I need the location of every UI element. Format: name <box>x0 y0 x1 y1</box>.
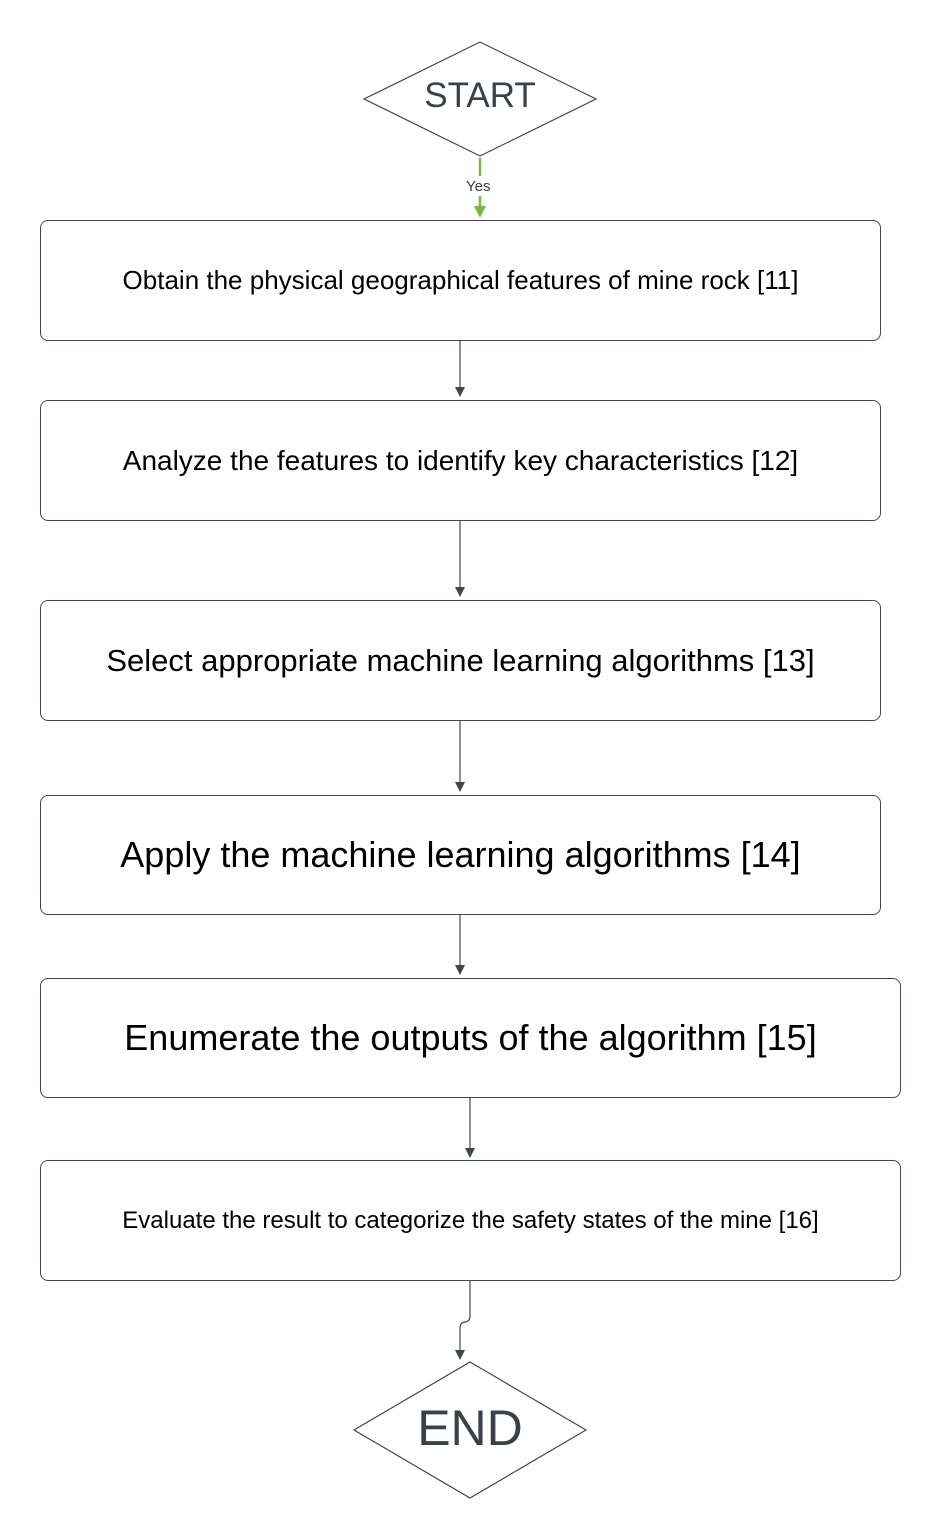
yes-edge-label: Yes <box>464 178 493 195</box>
step-enumerate-outputs: Enumerate the outputs of the algorithm [… <box>40 978 901 1098</box>
start-label: START <box>424 76 536 115</box>
start-diamond <box>362 41 598 157</box>
step-evaluate-result-label: Evaluate the result to categorize the sa… <box>122 1206 819 1234</box>
step-analyze-features: Analyze the features to identify key cha… <box>40 400 881 521</box>
step-select-algorithms: Select appropriate machine learning algo… <box>40 600 881 721</box>
step-obtain-features-label: Obtain the physical geographical feature… <box>122 265 799 295</box>
step-select-algorithms-label: Select appropriate machine learning algo… <box>106 642 815 678</box>
step-obtain-features: Obtain the physical geographical feature… <box>40 220 881 341</box>
connector-6-end <box>455 1281 471 1360</box>
step-apply-algorithms: Apply the machine learning algorithms [1… <box>40 795 881 915</box>
step-evaluate-result: Evaluate the result to categorize the sa… <box>40 1160 901 1281</box>
end-diamond <box>352 1361 588 1499</box>
step-apply-algorithms-label: Apply the machine learning algorithms [1… <box>120 834 801 875</box>
step-analyze-features-label: Analyze the features to identify key cha… <box>122 444 799 476</box>
end-label: END <box>417 1400 523 1456</box>
step-enumerate-outputs-label: Enumerate the outputs of the algorithm [… <box>124 1017 817 1058</box>
